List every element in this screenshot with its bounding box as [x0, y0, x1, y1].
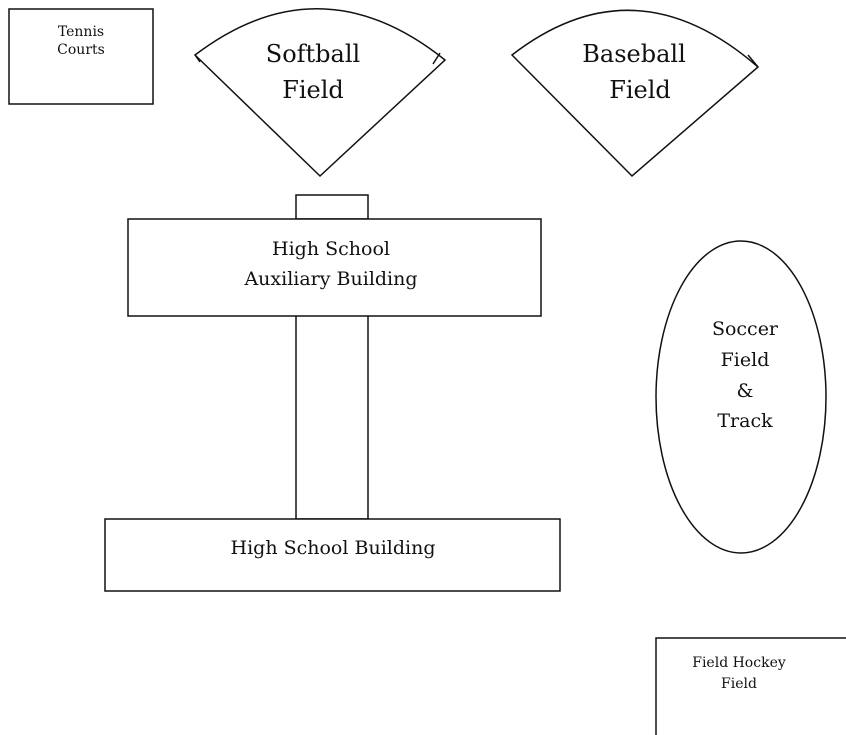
field-hockey-field: Field Hockey Field [655, 637, 846, 735]
softball-field-label-line1: Softball [266, 40, 360, 68]
baseball-field-foul-mark-right [747, 54, 759, 68]
tennis-courts-label-line1: Tennis [58, 24, 104, 40]
building-connector-corridor [295, 314, 369, 520]
softball-field-foul-mark-right [432, 52, 441, 65]
auxiliary-building-label-line2: Auxiliary Building [243, 268, 417, 290]
field-hockey-field-outline [655, 637, 846, 735]
baseball-field: Baseball Field [510, 9, 760, 178]
field-hockey-field-label-line1: Field Hockey [692, 655, 786, 671]
tennis-courts: Tennis Courts [8, 8, 154, 105]
softball-field-outline [193, 8, 447, 178]
tennis-courts-outline [8, 8, 154, 105]
baseball-field-label-line1: Baseball [582, 40, 686, 68]
high-school-building-outline [104, 518, 561, 592]
baseball-field-outline [510, 9, 760, 178]
auxiliary-building: High School Auxiliary Building [127, 218, 542, 317]
soccer-field-label-line1: Soccer [712, 318, 779, 340]
baseball-field-label-line2: Field [609, 76, 671, 104]
softball-field-foul-mark-left [194, 54, 201, 63]
field-hockey-field-label-line2: Field [721, 676, 757, 692]
soccer-field-label-line2: Field [721, 349, 770, 371]
tennis-courts-label-line2: Courts [57, 42, 105, 58]
soccer-field-label-line3: & [737, 380, 754, 402]
auxiliary-building-outline [127, 218, 542, 317]
softball-field-label-line2: Field [282, 76, 344, 104]
soccer-field-label-line4: Track [717, 410, 773, 432]
auxiliary-building-entrance [295, 194, 369, 220]
auxiliary-building-label-line1: High School [272, 238, 390, 260]
soccer-field-track: Soccer Field & Track [655, 240, 827, 554]
soccer-field-track-outline [655, 240, 827, 554]
high-school-building: High School Building [104, 518, 561, 592]
softball-field: Softball Field [193, 8, 447, 178]
high-school-building-label: High School Building [231, 537, 436, 559]
